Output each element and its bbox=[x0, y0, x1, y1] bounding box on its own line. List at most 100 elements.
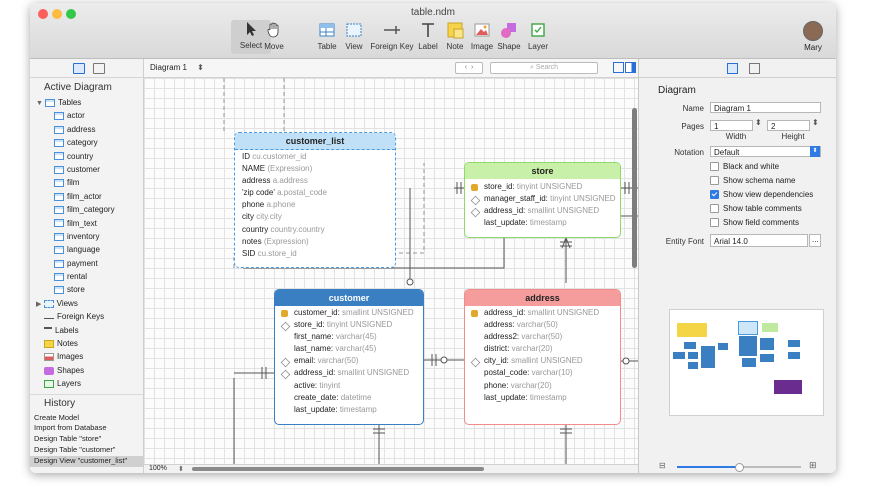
entity-field-row[interactable]: customer_id: smallint UNSIGNED bbox=[275, 307, 423, 319]
pages-height-stepper-icon[interactable]: ⬍ bbox=[812, 118, 819, 127]
tree-tables-group[interactable]: ▼ Tables bbox=[30, 96, 143, 109]
entity-field-row[interactable]: store_id: tinyint UNSIGNED bbox=[275, 319, 423, 332]
zoom-stepper-icon[interactable]: ⬍ bbox=[178, 466, 184, 473]
history-item[interactable]: Create Model bbox=[34, 412, 80, 422]
option-show-schema-name-checkbox[interactable]: Show schema name bbox=[710, 176, 795, 186]
entity-field-row[interactable]: ID cu.customer_id bbox=[235, 151, 395, 163]
history-item[interactable]: Design Table "store" bbox=[34, 434, 102, 444]
entity-field-row[interactable]: country country.country bbox=[235, 224, 395, 236]
zoom-level[interactable]: 100% bbox=[149, 465, 167, 472]
option-show-table-comments-checkbox[interactable]: Show table comments bbox=[710, 204, 802, 214]
sidebar-table-film-text[interactable]: film_text bbox=[30, 217, 143, 230]
history-item[interactable]: Import from Database bbox=[34, 423, 107, 433]
entity-field-row[interactable]: NAME (Expression) bbox=[235, 163, 395, 175]
sidebar-table-rental[interactable]: rental bbox=[30, 270, 143, 283]
pages-height-field[interactable]: 2 bbox=[767, 120, 810, 131]
font-picker-button[interactable]: ... bbox=[809, 234, 821, 247]
entity-field-row[interactable]: create_date: datetime bbox=[275, 392, 423, 404]
sidebar-table-customer[interactable]: customer bbox=[30, 163, 143, 176]
option-black-and-white-checkbox[interactable]: Black and white bbox=[710, 162, 779, 172]
entity-field-row[interactable]: last_update: timestamp bbox=[275, 404, 423, 416]
foreign-key-tool-button[interactable]: Foreign Key bbox=[370, 21, 414, 51]
sidebar-table-category[interactable]: category bbox=[30, 136, 143, 149]
entity-field-row[interactable]: last_update: timestamp bbox=[465, 392, 620, 404]
zoom-window-button[interactable] bbox=[66, 9, 76, 19]
option-show-view-dependencies-checkbox[interactable]: Show view dependencies bbox=[710, 190, 813, 200]
history-item[interactable]: Design Table "customer" bbox=[34, 444, 116, 454]
objects-panel-icon[interactable] bbox=[73, 63, 85, 74]
right-panel-toggle-icon[interactable] bbox=[625, 62, 636, 73]
sidebar-table-inventory[interactable]: inventory bbox=[30, 230, 143, 243]
pages-width-stepper-icon[interactable]: ⬍ bbox=[755, 118, 762, 127]
pages-panel-icon[interactable] bbox=[93, 63, 105, 74]
sidebar-item-notes[interactable]: Notes bbox=[30, 337, 143, 350]
entity-field-row[interactable]: postal_code: varchar(10) bbox=[465, 367, 620, 379]
entity-field-row[interactable]: district: varchar(20) bbox=[465, 343, 620, 355]
diagram-minimap[interactable] bbox=[669, 309, 824, 416]
entity-field-row[interactable]: store_id: tinyint UNSIGNED bbox=[465, 181, 620, 193]
sidebar-item-views[interactable]: ▶ Views bbox=[30, 297, 143, 310]
sidebar-item-shapes[interactable]: Shapes bbox=[30, 364, 143, 377]
horizontal-scrollbar[interactable] bbox=[192, 467, 484, 471]
entity-field-row[interactable]: city city.city bbox=[235, 211, 395, 223]
entity-field-row[interactable]: address_id: smallint UNSIGNED bbox=[465, 307, 620, 319]
sidebar-table-payment[interactable]: payment bbox=[30, 257, 143, 270]
entity-field-row[interactable]: active: tinyint bbox=[275, 380, 423, 392]
entity-field-row[interactable]: email: varchar(50) bbox=[275, 355, 423, 368]
sidebar-item-labels[interactable]: Labels bbox=[30, 324, 143, 337]
entity-field-row[interactable]: SID cu.store_id bbox=[235, 248, 395, 260]
user-account[interactable]: Mary bbox=[800, 21, 826, 52]
entity-field-row[interactable]: last_update: timestamp bbox=[465, 217, 620, 229]
entity-field-row[interactable]: last_name: varchar(45) bbox=[275, 343, 423, 355]
label-tool-button[interactable]: Label bbox=[408, 21, 448, 51]
select-tool-button[interactable]: Select bbox=[231, 20, 271, 54]
sidebar-table-address[interactable]: address bbox=[30, 123, 143, 136]
entity-field-row[interactable]: phone: varchar(20) bbox=[465, 380, 620, 392]
search-input[interactable]: ⌕ Search bbox=[490, 62, 598, 74]
sidebar-table-actor[interactable]: actor bbox=[30, 109, 143, 122]
zoom-out-icon[interactable]: ⊟ bbox=[659, 461, 666, 470]
notation-select[interactable]: Default ⬍ bbox=[710, 146, 821, 157]
entity-field-row[interactable]: address_id: smallint UNSIGNED bbox=[275, 367, 423, 380]
properties-tab-icon[interactable] bbox=[727, 63, 738, 74]
entity-field-row[interactable]: phone a.phone bbox=[235, 199, 395, 211]
vertical-scrollbar[interactable] bbox=[632, 108, 637, 268]
layer-tool-button[interactable]: Layer bbox=[518, 21, 558, 51]
entity-field-row[interactable]: address a.address bbox=[235, 175, 395, 187]
entity-field-row[interactable]: 'zip code' a.postal_code bbox=[235, 187, 395, 199]
sidebar-item-images[interactable]: Images bbox=[30, 350, 143, 363]
entity-field-row[interactable]: city_id: smallint UNSIGNED bbox=[465, 355, 620, 368]
sidebar-table-film-category[interactable]: film_category bbox=[30, 203, 143, 216]
pages-width-field[interactable]: 1 bbox=[710, 120, 753, 131]
zoom-slider-track[interactable] bbox=[677, 463, 801, 472]
close-window-button[interactable] bbox=[38, 9, 48, 19]
sidebar-item-foreign-keys[interactable]: Foreign Keys bbox=[30, 310, 143, 323]
diagram-selector[interactable]: Diagram 1 ⬍ bbox=[150, 63, 204, 72]
sidebar-table-language[interactable]: language bbox=[30, 243, 143, 256]
table-tool-button[interactable]: Table bbox=[307, 21, 347, 51]
entity-field-row[interactable]: first_name: varchar(45) bbox=[275, 331, 423, 343]
image-tool-button[interactable]: Image bbox=[462, 21, 502, 51]
entity-field-row[interactable]: notes (Expression) bbox=[235, 236, 395, 248]
move-tool-button[interactable]: Move bbox=[254, 21, 294, 51]
zoom-in-icon[interactable]: ⊞ bbox=[809, 460, 817, 470]
sidebar-item-layers[interactable]: Layers bbox=[30, 377, 143, 390]
left-panel-toggle-icon[interactable] bbox=[613, 62, 624, 73]
sidebar-table-film-actor[interactable]: film_actor bbox=[30, 190, 143, 203]
zoom-slider-knob[interactable] bbox=[735, 463, 744, 472]
shape-tool-button[interactable]: Shape bbox=[489, 21, 529, 51]
sidebar-table-country[interactable]: country bbox=[30, 150, 143, 163]
name-field[interactable]: Diagram 1 bbox=[710, 102, 821, 113]
minimize-window-button[interactable] bbox=[52, 9, 62, 19]
entity-field-row[interactable]: address2: varchar(50) bbox=[465, 331, 620, 343]
layout-tab-icon[interactable] bbox=[749, 63, 760, 74]
sidebar-table-store[interactable]: store bbox=[30, 283, 143, 296]
view-tool-button[interactable]: View bbox=[334, 21, 374, 51]
nav-back-forward-buttons[interactable]: ‹ › bbox=[455, 62, 483, 74]
entity-field-row[interactable]: address_id: smallint UNSIGNED bbox=[465, 205, 620, 218]
entity-font-field[interactable]: Arial 14.0 bbox=[710, 234, 808, 247]
